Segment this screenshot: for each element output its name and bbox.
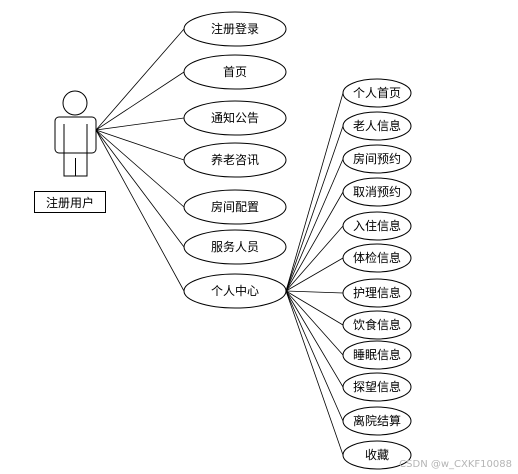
use-case-label: 房间配置 [211,199,259,214]
use-case-home: 首页 [183,54,287,90]
sub-case-ellipse [342,211,412,241]
use-case-ellipse [183,100,287,136]
connector-lines [95,28,344,456]
sub-case-ellipse [342,144,412,174]
link-center-cancel-booking [285,191,344,292]
sub-case-label: 睡眠信息 [353,347,401,362]
use-case-label: 注册登录 [211,21,259,36]
use-case-notice: 通知公告 [183,100,287,136]
sub-case-ellipse [342,177,412,207]
sub-case-elderly-info: 老人信息 [342,111,412,141]
actor-figure [54,90,97,177]
use-case-ellipse [183,189,287,225]
use-case-elderly-consult: 养老咨讯 [183,142,287,178]
sub-case-group: 个人首页老人信息房间预约取消预约入住信息体检信息护理信息饮食信息睡眠信息探望信息… [342,78,412,470]
use-case-label: 个人中心 [211,283,259,298]
use-case-label: 首页 [223,65,247,79]
actor-head [62,90,88,116]
use-case-ellipse [183,54,287,90]
use-case-register-login: 注册登录 [183,11,287,47]
sub-case-favorites: 收藏 [342,440,412,470]
sub-case-label: 老人信息 [353,118,401,133]
link-actor-notice [95,117,185,131]
link-center-health-check-info [285,257,344,292]
sub-case-label: 个人首页 [353,86,401,100]
sub-case-health-check-info: 体检信息 [342,243,412,273]
use-case-ellipse [183,142,287,178]
sub-case-ellipse [342,243,412,273]
use-case-service-staff: 服务人员 [183,229,287,265]
sub-case-label: 房间预约 [353,151,401,166]
use-case-label: 通知公告 [211,111,259,125]
link-actor-room-config [95,129,185,208]
sub-case-ellipse [342,78,412,108]
link-center-sleep-info [285,290,344,356]
sub-case-label: 饮食信息 [353,317,401,332]
sub-case-ellipse [342,340,412,370]
link-center-room-booking [285,158,344,292]
sub-case-ellipse [342,278,412,308]
link-center-nursing-info [285,290,344,294]
link-center-favorites [285,290,344,456]
use-case-ellipse [183,229,287,265]
link-center-diet-info [285,290,344,326]
sub-case-ellipse [342,372,412,402]
use-case-label: 养老咨讯 [211,152,259,167]
sub-case-visit-info: 探望信息 [342,372,412,402]
link-actor-elderly-consult [95,129,185,161]
sub-case-label: 体检信息 [353,250,401,265]
sub-case-checkin-info: 入住信息 [342,211,412,241]
use-case-ellipse [183,11,287,47]
link-actor-personal-center [95,129,185,292]
link-center-visit-info [285,290,344,388]
sub-case-discharge-settlement: 离院结算 [342,406,412,436]
link-actor-service-staff [95,129,185,248]
link-actor-home [95,71,185,131]
link-center-checkin-info [285,225,344,292]
sub-case-personal-home: 个人首页 [342,78,412,108]
sub-case-room-booking: 房间预约 [342,144,412,174]
actor-label: 注册用户 [34,191,106,213]
link-center-discharge-settlement [285,290,344,422]
use-case-room-config: 房间配置 [183,189,287,225]
link-center-personal-home [285,92,344,292]
sub-case-diet-info: 饮食信息 [342,310,412,340]
actor-body [54,116,97,154]
link-center-elderly-info [285,125,344,292]
watermark: CSDN @w_CXKF10088 [399,459,512,470]
sub-case-label: 离院结算 [353,413,401,428]
sub-case-label: 入住信息 [353,218,401,233]
sub-case-label: 收藏 [365,448,389,462]
sub-case-ellipse [342,406,412,436]
sub-case-cancel-booking: 取消预约 [342,177,412,207]
sub-case-label: 探望信息 [353,379,401,394]
link-actor-register-login [95,28,185,131]
sub-case-ellipse [342,440,412,470]
use-case-ellipse [183,273,287,309]
sub-case-ellipse [342,310,412,340]
sub-case-label: 护理信息 [353,285,401,300]
use-case-personal-center: 个人中心 [183,273,287,309]
sub-case-ellipse [342,111,412,141]
sub-case-sleep-info: 睡眠信息 [342,340,412,370]
sub-case-nursing-info: 护理信息 [342,278,412,308]
sub-case-label: 取消预约 [353,184,401,199]
use-case-label: 服务人员 [211,239,259,254]
